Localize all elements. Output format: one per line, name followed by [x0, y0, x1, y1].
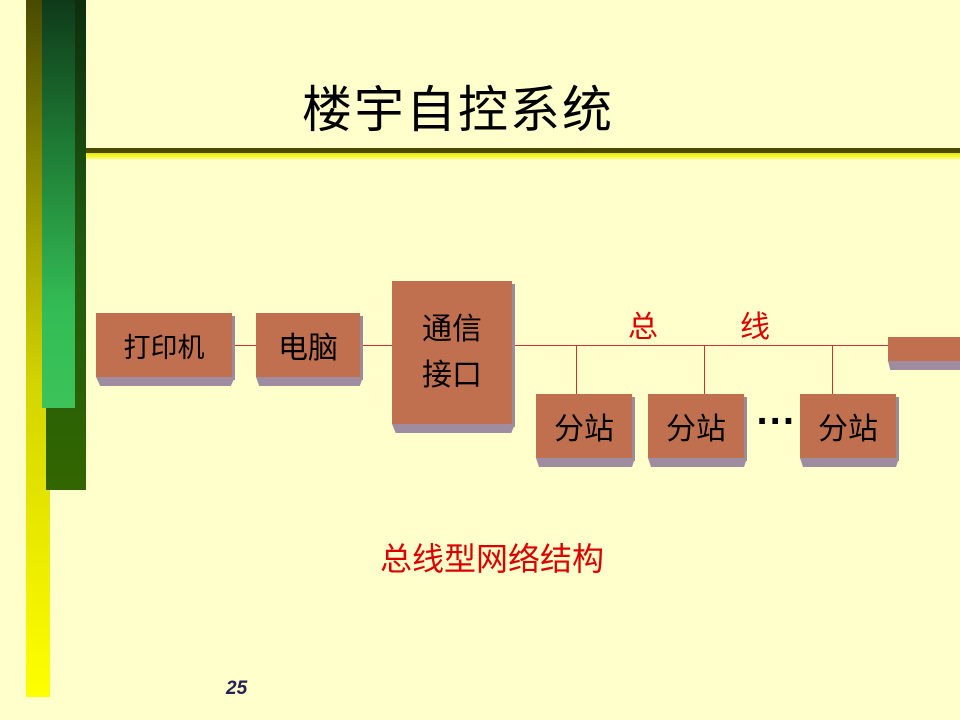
title-underline [86, 153, 960, 159]
slide-title: 楼宇自控系统 [302, 81, 614, 139]
connector-computer-comm [360, 345, 392, 346]
more-stations-ellipsis: ··· [756, 402, 796, 440]
printer-label: 打印机 [123, 332, 205, 364]
title-underline-shadow [86, 148, 960, 153]
decorative-light-green-bar [42, 0, 75, 408]
station-label: 分站 [666, 412, 726, 447]
bus-drop-station-1 [576, 345, 577, 394]
connector-printer-computer [232, 345, 256, 346]
diagram-caption: 总线型网络结构 [380, 540, 605, 578]
bus-drop-station-3 [832, 345, 833, 394]
bus-line [512, 345, 888, 346]
bus-drop-station-2 [704, 345, 705, 394]
station-node-1: 分站 [536, 394, 632, 458]
station-node-3: 分站 [800, 394, 896, 458]
station-node-2: 分站 [648, 394, 744, 458]
page-number: 25 [226, 678, 248, 699]
comm-interface-node: 通信 接口 [392, 281, 512, 424]
bus-label-zong: 总 [628, 310, 658, 345]
printer-node: 打印机 [96, 313, 232, 377]
bus-label-xian: 线 [740, 310, 770, 345]
station-label: 分站 [554, 412, 614, 447]
bus-terminator-node [888, 337, 960, 361]
computer-label: 电脑 [278, 331, 338, 366]
computer-node: 电脑 [256, 313, 360, 377]
station-label: 分站 [818, 412, 878, 447]
